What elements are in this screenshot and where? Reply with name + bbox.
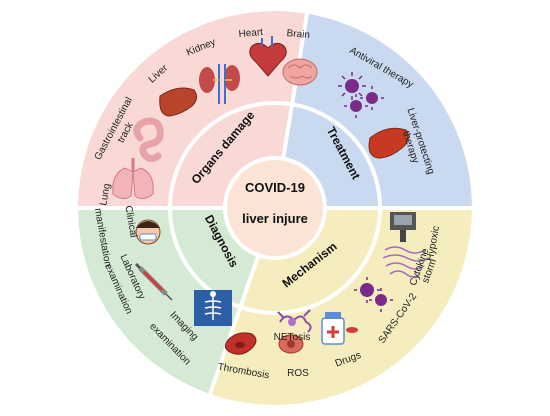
center-title: COVID-19	[245, 180, 305, 195]
ros-label: ROS	[287, 368, 309, 379]
liver-icon	[159, 87, 198, 117]
organs-sector	[78, 11, 307, 208]
drugs-icon	[321, 312, 358, 345]
heart-label: Heart	[238, 27, 264, 40]
syringe-icon	[134, 262, 173, 301]
lung-label: Lung	[98, 183, 113, 207]
inner-ring	[168, 101, 382, 315]
netosis-label: NETosis	[274, 332, 311, 343]
kidney-icon	[199, 64, 240, 104]
virus-icon	[338, 72, 384, 118]
ros-cell-icon	[278, 334, 304, 354]
center-subtitle: liver injure	[242, 211, 308, 226]
lung-icon	[112, 158, 154, 200]
treatment-sector	[275, 13, 472, 208]
brain-icon	[282, 58, 318, 86]
netosis-icon	[277, 309, 312, 333]
sars-virus-icon	[354, 277, 393, 312]
hypoxic-machine-icon	[390, 212, 416, 242]
thrombosis-icon	[224, 332, 257, 355]
brain-label: Brain	[286, 28, 310, 41]
xray-icon	[194, 290, 232, 326]
gastrointestinal-icon	[133, 117, 164, 163]
patient-face-icon	[135, 219, 161, 245]
heart-icon	[249, 36, 287, 77]
cytokine-storm-icon	[382, 246, 430, 278]
center-circle	[223, 156, 327, 260]
liver-treatment-icon	[368, 127, 409, 159]
